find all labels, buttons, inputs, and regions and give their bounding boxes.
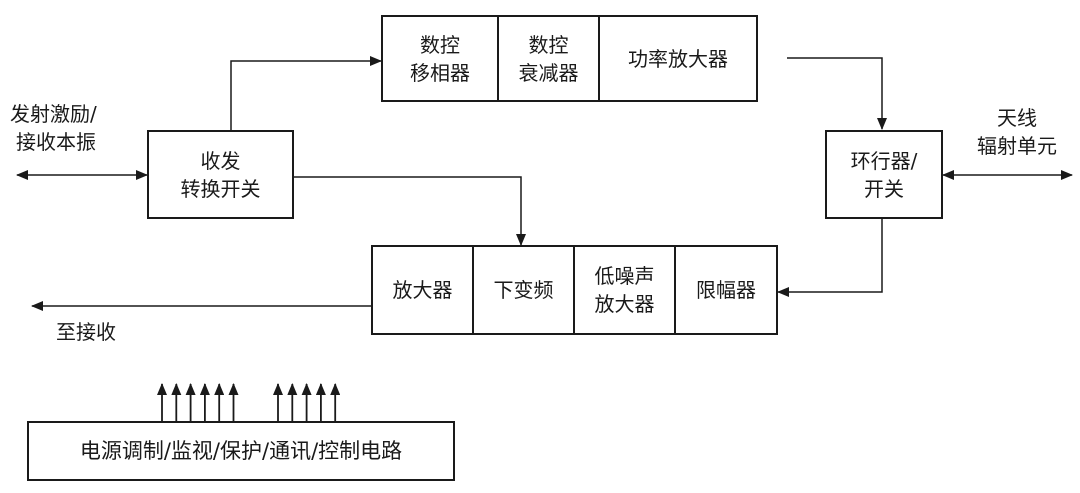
trx-switch-block: 收发 转换开关 (147, 130, 294, 219)
power-amplifier-block: 功率放大器 (598, 15, 758, 102)
attenuator-block: 数控 衰减器 (497, 15, 600, 102)
tx-input-label-line2: 接收本振 (16, 130, 96, 154)
block-label: 收发 (200, 148, 241, 173)
block-label: 开关 (864, 176, 904, 201)
phase-shifter-block: 数控 移相器 (381, 15, 499, 102)
lna-block: 低噪声 放大器 (573, 245, 676, 335)
to-receiver-label: 至接收 (56, 320, 116, 344)
lo-to-downconverter-arrow (293, 176, 526, 246)
block-label: 低噪声 (594, 264, 655, 288)
control-circuit-block: 电源调制/监视/保护/通讯/控制电路 (27, 421, 455, 481)
tx-input-label-line1: 发射激励/ (10, 102, 97, 126)
block-label: 数控 (420, 32, 460, 57)
amplifier-block: 放大器 (371, 245, 474, 335)
block-label: 移相器 (410, 60, 470, 85)
block-label: 衰减器 (518, 60, 579, 85)
limiter-block: 限幅器 (674, 245, 778, 335)
antenna-label-line1: 天线 (997, 106, 1037, 130)
block-label: 环行器/ (850, 148, 918, 173)
block-label: 限幅器 (696, 278, 756, 302)
tx-path-arrow (230, 56, 382, 130)
block-label: 放大器 (392, 278, 453, 302)
block-label: 电源调制/监视/保护/通讯/控制电路 (79, 439, 403, 463)
pa-to-circulator-arrow (787, 57, 887, 130)
circulator-to-limiter-arrow (777, 218, 883, 297)
antenna-label-line2: 辐射单元 (977, 134, 1057, 158)
block-label: 转换开关 (180, 176, 261, 201)
block-label: 放大器 (594, 292, 655, 316)
circulator-block: 环行器/ 开关 (825, 130, 943, 219)
tx-input-label: 发射激励/ 接收本振 (10, 100, 97, 156)
block-label: 功率放大器 (628, 46, 728, 71)
downconverter-block: 下变频 (472, 245, 575, 335)
antenna-label: 天线 辐射单元 (962, 104, 1072, 160)
block-label: 数控 (528, 32, 569, 57)
block-label: 下变频 (493, 278, 554, 302)
